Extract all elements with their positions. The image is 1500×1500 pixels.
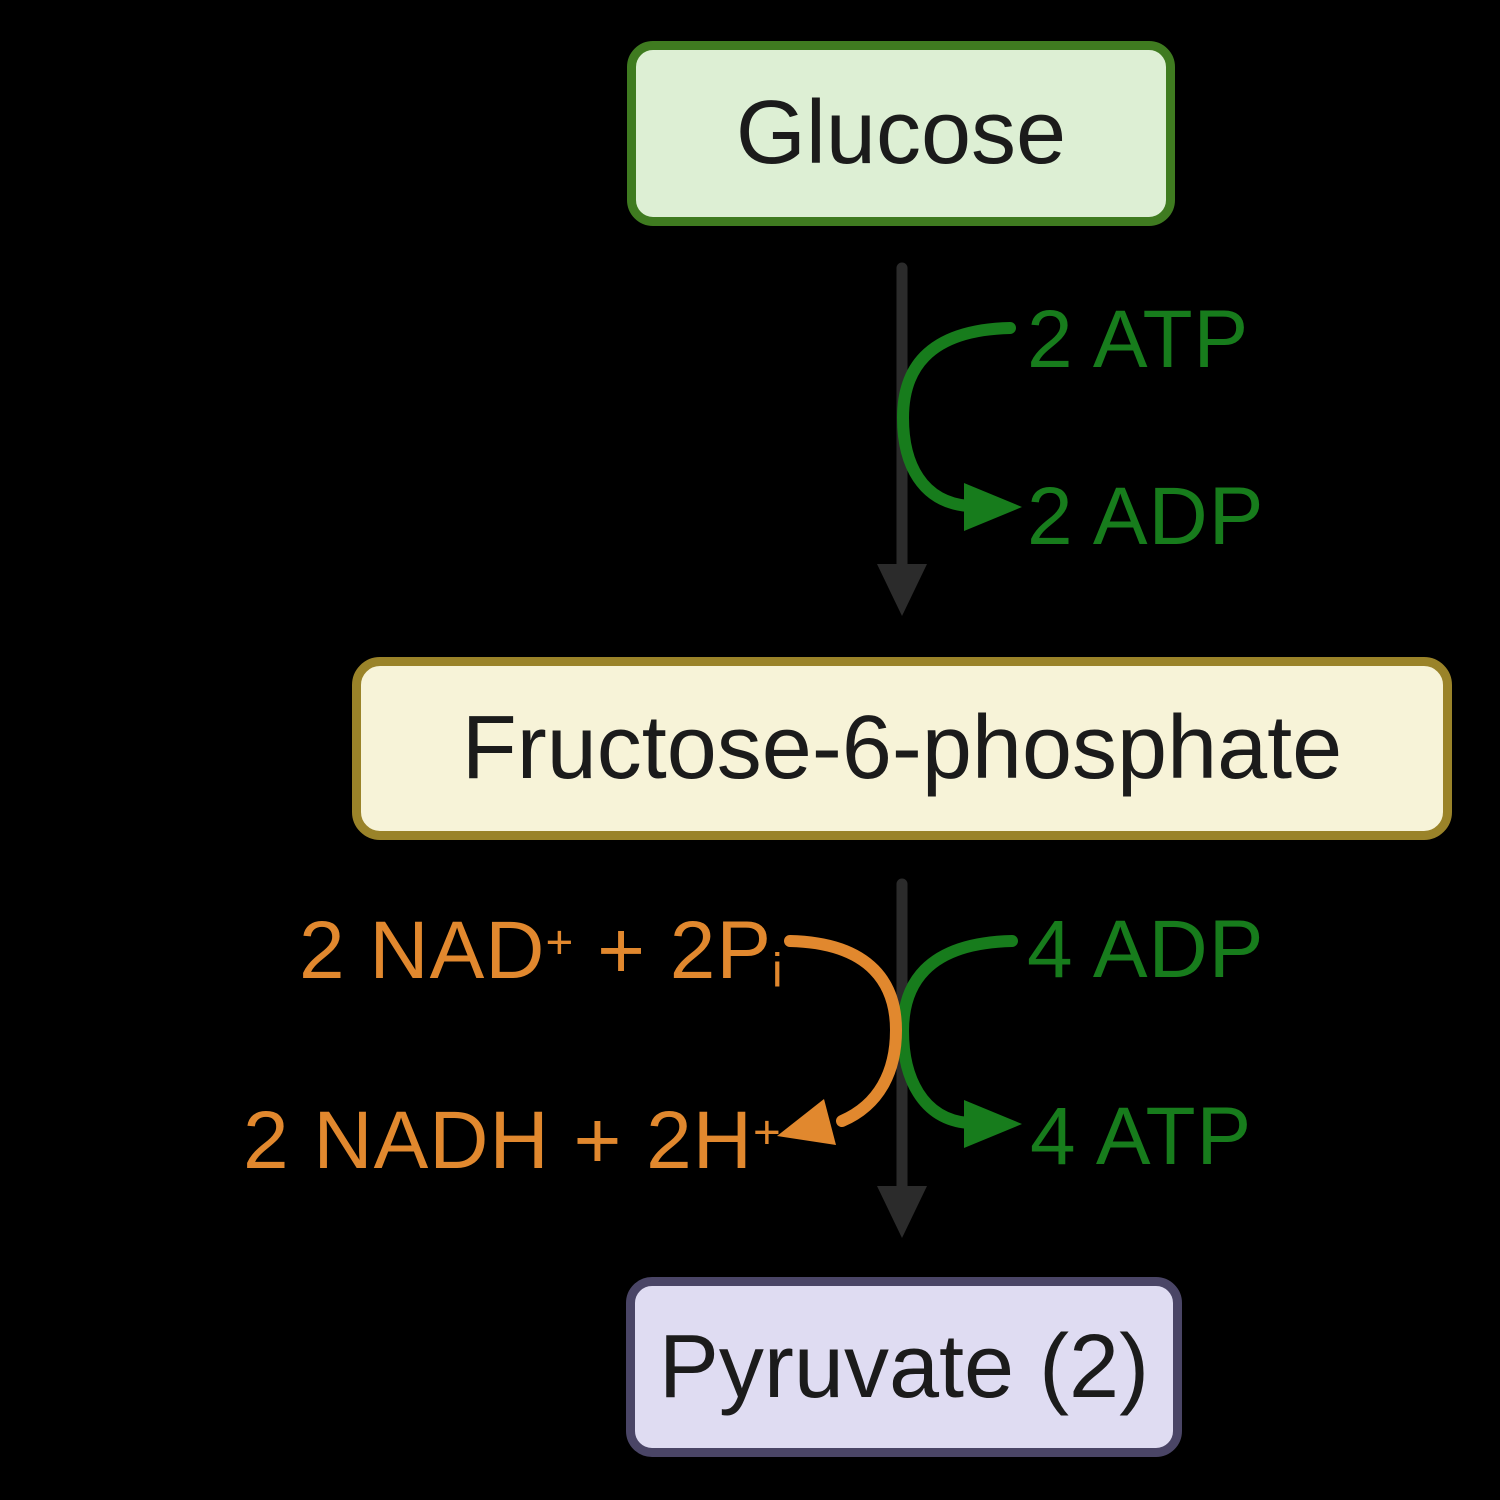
arrowhead-nad-to-nadh [777,1099,836,1145]
node-glucose-label: Glucose [735,83,1067,183]
node-fructose-6-phosphate-label: Fructose-6-phosphate [461,698,1343,798]
label-2-nad-superscript-plus: + [545,916,574,970]
label-4-atp: 4 ATP [1030,1091,1253,1182]
label-2-atp: 2 ATP [1027,294,1250,385]
node-pyruvate-label: Pyruvate (2) [658,1316,1150,1417]
label-2-nadh-plus-2h: 2 NADH + 2H+ [243,1095,781,1186]
label-2-nad-plus-2pi: 2 NAD+ + 2Pi [299,905,783,998]
label-4-adp: 4 ADP [1027,904,1265,995]
node-fructose-6-phosphate: Fructose-6-phosphate [352,657,1452,840]
node-glucose: Glucose [627,41,1175,226]
arrowhead-f6p-to-pyruvate [877,1186,927,1238]
node-pyruvate: Pyruvate (2) [626,1277,1182,1457]
label-2-nad-base: 2 NAD [299,905,546,996]
curved-arrow-adp-to-atp [896,935,1018,1129]
arrowhead-atp-to-adp [964,483,1022,531]
curved-arrow-atp-to-adp [896,322,1016,512]
label-2-pi-subscript-i: i [772,944,783,998]
label-2-nadh-base: 2 NADH + 2H [243,1095,754,1186]
label-2-nad-mid: + 2P [573,905,773,996]
label-2-h-superscript-plus: + [753,1106,781,1160]
label-2-adp: 2 ADP [1027,471,1265,562]
arrowhead-glucose-to-f6p [877,564,927,616]
curved-arrow-nad-to-nadh [784,935,903,1127]
arrowhead-adp-to-atp [964,1100,1022,1148]
